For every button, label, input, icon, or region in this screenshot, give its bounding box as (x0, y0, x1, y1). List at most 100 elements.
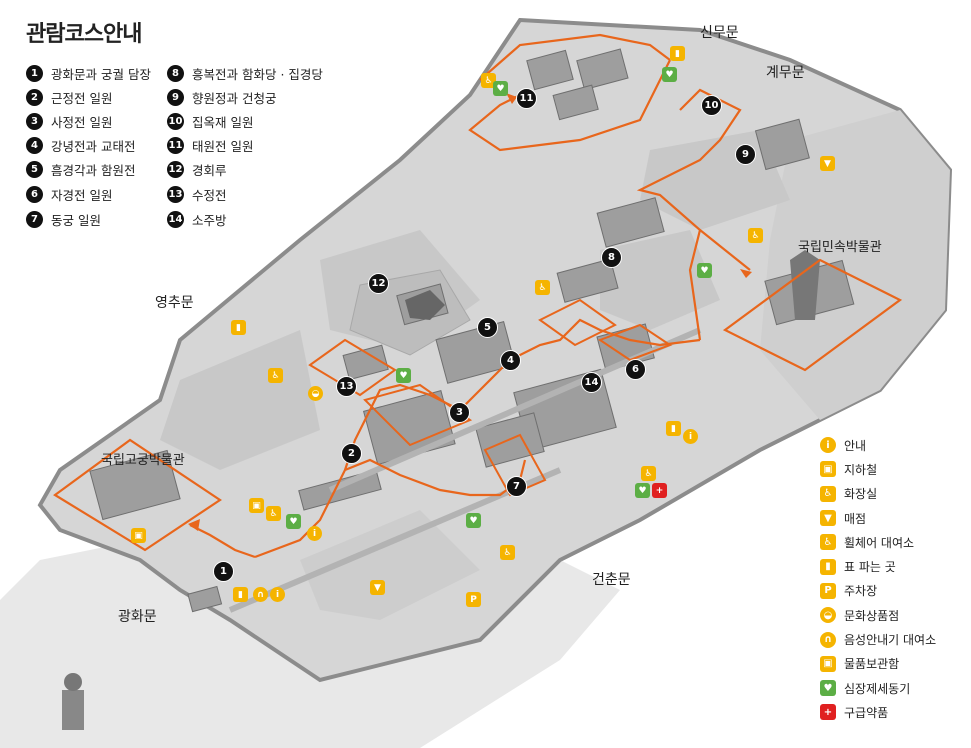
route-arrow (740, 269, 752, 278)
souvenir-icon[interactable]: ◒ (308, 386, 323, 401)
course-label: 강녕전과 교태전 (51, 139, 136, 154)
gate-label-gwanghwa: 광화문 (118, 609, 157, 625)
map-marker-2[interactable]: 2 (341, 443, 362, 464)
wheelchair-icon[interactable]: ♿ (266, 506, 281, 521)
aed-icon[interactable]: ♥ (635, 483, 650, 498)
aed-icon[interactable]: ♥ (662, 67, 677, 82)
map-marker-11[interactable]: 11 (516, 88, 537, 109)
subway-icon[interactable]: ▣ (131, 528, 146, 543)
ticket-icon[interactable]: ▮ (233, 587, 248, 602)
building (89, 449, 181, 521)
grass-area (600, 230, 720, 330)
wheelchair-icon: ♿ (820, 534, 836, 551)
first-aid-icon[interactable]: + (652, 483, 667, 498)
legend-item: ▣ 지하철 (820, 457, 936, 481)
aed-icon[interactable]: ♥ (697, 263, 712, 278)
legend-label: 음성안내기 대여소 (844, 633, 937, 648)
ticket-icon[interactable]: ▮ (670, 46, 685, 61)
area-outline (538, 298, 617, 347)
course-label: 흥복전과 함화당 · 집경당 (192, 67, 323, 82)
course-item: 6 자경전 일원 (26, 185, 112, 204)
legend-item: + 구급약품 (820, 700, 936, 724)
info-icon[interactable]: i (683, 429, 698, 444)
aed-icon[interactable]: ♥ (493, 81, 508, 96)
tour-route (699, 229, 751, 271)
audio-guide-icon[interactable]: ∩ (253, 587, 268, 602)
map-marker-1[interactable]: 1 (213, 561, 234, 582)
legend-label: 심장제세동기 (844, 681, 911, 696)
map-marker-13[interactable]: 13 (336, 376, 357, 397)
route-arrow (506, 93, 517, 104)
map-marker-14[interactable]: 14 (581, 372, 602, 393)
legend-item: ▮ 표 파는 곳 (820, 554, 936, 578)
course-label: 향원정과 건청궁 (192, 91, 277, 106)
restroom-icon[interactable]: ♿ (481, 73, 496, 88)
map-marker-7[interactable]: 7 (506, 476, 527, 497)
map-marker-12[interactable]: 12 (368, 273, 389, 294)
area-outline (483, 433, 547, 497)
restroom-icon[interactable]: ♿ (500, 545, 515, 560)
building (526, 49, 574, 91)
building (754, 118, 810, 171)
folk-museum-label: 국립민속박물관 (798, 240, 882, 255)
restroom-icon[interactable]: ♿ (641, 466, 656, 481)
course-label: 광화문과 궁궐 담장 (51, 67, 151, 82)
aed-icon[interactable]: ♥ (286, 514, 301, 529)
restroom-icon[interactable]: ♿ (748, 228, 763, 243)
map-marker-5[interactable]: 5 (477, 317, 498, 338)
grass-area (160, 330, 320, 470)
gate-label-geonchun: 건춘문 (592, 572, 631, 588)
parking-icon[interactable]: P (466, 592, 481, 607)
shop-icon[interactable]: ▼ (820, 156, 835, 171)
map-marker-9[interactable]: 9 (735, 144, 756, 165)
building (596, 197, 665, 248)
building (576, 48, 629, 91)
course-item: 8 흥복전과 함화당 · 집경당 (167, 64, 323, 83)
building (187, 585, 223, 613)
legend-item: P 주차장 (820, 579, 936, 603)
parking-icon: P (820, 582, 836, 599)
locker-icon[interactable]: ▣ (249, 498, 264, 513)
course-label: 태원전 일원 (192, 139, 254, 154)
info-icon[interactable]: i (307, 526, 322, 541)
walkway (228, 467, 562, 613)
map-marker-3[interactable]: 3 (449, 402, 470, 423)
legend-label: 매점 (844, 511, 867, 526)
shop-icon[interactable]: ▼ (370, 580, 385, 595)
course-label: 자경전 일원 (51, 188, 113, 203)
restroom-icon[interactable]: ♿ (535, 280, 550, 295)
course-label: 사정전 일원 (51, 115, 113, 130)
legend-item: ∩ 음성안내기 대여소 (820, 627, 936, 651)
course-label: 경회루 (192, 163, 227, 178)
course-label: 집옥재 일원 (192, 115, 254, 130)
legend-item: ♥ 심장제세동기 (820, 676, 936, 700)
building (556, 258, 619, 303)
pavilion (405, 290, 445, 320)
tour-route (189, 524, 256, 559)
map-marker-6[interactable]: 6 (625, 359, 646, 380)
course-item: 10 집옥재 일원 (167, 112, 253, 131)
legend-item: ♿ 화장실 (820, 482, 936, 506)
ticket-icon[interactable]: ▮ (666, 421, 681, 436)
route-arrow (188, 519, 200, 531)
shop-icon: ▼ (820, 510, 836, 527)
aed-icon[interactable]: ♥ (396, 368, 411, 383)
area-outline (597, 323, 673, 362)
legend-label: 구급약품 (844, 705, 889, 720)
aed-icon[interactable]: ♥ (466, 513, 481, 528)
building (435, 321, 516, 384)
map-marker-4[interactable]: 4 (500, 350, 521, 371)
folk-museum-outline (722, 258, 903, 372)
audio-guide-icon: ∩ (820, 631, 836, 648)
souvenir-icon: ◒ (820, 607, 836, 624)
course-item: 13 수정전 (167, 185, 227, 204)
map-marker-10[interactable]: 10 (701, 95, 722, 116)
legend-item: ▣ 물품보관함 (820, 652, 936, 676)
restroom-icon[interactable]: ♿ (268, 368, 283, 383)
area-outline (363, 383, 473, 447)
info-icon[interactable]: i (270, 587, 285, 602)
map-marker-8[interactable]: 8 (601, 247, 622, 268)
ticket-icon[interactable]: ▮ (231, 320, 246, 335)
course-item: 12 경회루 (167, 160, 227, 179)
legend-item: ▼ 매점 (820, 506, 936, 530)
